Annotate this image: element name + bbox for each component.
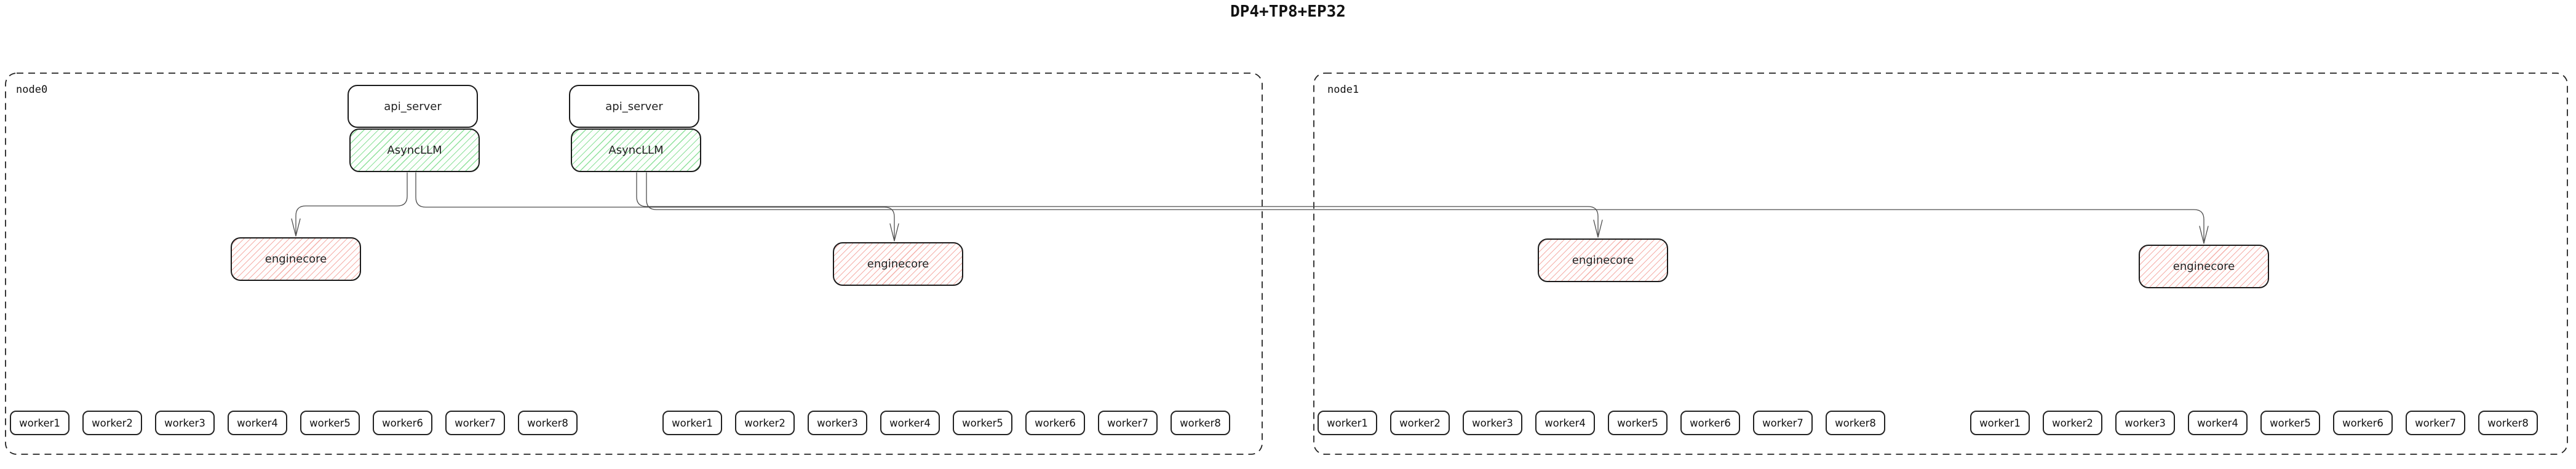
worker-box: worker4 <box>2188 411 2248 435</box>
worker-box: worker8 <box>1826 411 1885 435</box>
worker-box: worker7 <box>1098 411 1158 435</box>
worker-box: worker6 <box>2333 411 2393 435</box>
api-server-box-0: api_server <box>348 85 478 128</box>
node0-label: node0 <box>16 84 48 96</box>
worker-box: worker3 <box>808 411 867 435</box>
worker-box: worker1 <box>662 411 722 435</box>
enginecore-box-0: enginecore <box>231 237 361 281</box>
worker-group-3: worker1 worker2 worker3 worker4 worker5 worke… <box>1970 411 2538 435</box>
worker-box: worker5 <box>300 411 360 435</box>
worker-group-0: worker1 worker2 worker3 worker4 worker5 worke… <box>10 411 578 435</box>
worker-box: worker2 <box>2043 411 2102 435</box>
enginecore-box-1: enginecore <box>833 242 963 286</box>
edge-asyncllm1-enginecore2 <box>636 172 1599 235</box>
worker-box: worker5 <box>953 411 1012 435</box>
enginecore-box-2: enginecore <box>1538 238 1668 282</box>
node1-outline <box>1313 73 2568 455</box>
worker-box: worker1 <box>1970 411 2030 435</box>
worker-box: worker6 <box>373 411 432 435</box>
worker-box: worker2 <box>82 411 142 435</box>
arrowhead-enginecore1 <box>889 223 899 242</box>
worker-box: worker8 <box>1171 411 1230 435</box>
asyncllm-box-1: AsyncLLM <box>571 128 701 172</box>
worker-box: worker3 <box>155 411 215 435</box>
arrowhead-enginecore2 <box>1593 219 1603 238</box>
worker-box: worker5 <box>2260 411 2320 435</box>
worker-box: worker3 <box>1463 411 1522 435</box>
worker-box: worker1 <box>1318 411 1377 435</box>
enginecore-box-3: enginecore <box>2139 245 2269 288</box>
worker-box: worker6 <box>1025 411 1085 435</box>
worker-box: worker2 <box>735 411 795 435</box>
edge-asyncllm0-enginecore0 <box>295 172 408 234</box>
worker-box: worker5 <box>1608 411 1668 435</box>
worker-box: worker1 <box>10 411 70 435</box>
asyncllm-box-0: AsyncLLM <box>349 128 480 172</box>
worker-box: worker8 <box>518 411 578 435</box>
worker-group-2: worker1 worker2 worker3 worker4 worker5 worke… <box>1318 411 1885 435</box>
diagram-title: DP4+TP8+EP32 <box>1230 2 1346 21</box>
worker-box: worker3 <box>2115 411 2175 435</box>
arrowhead-enginecore3 <box>2199 226 2209 244</box>
node1-label: node1 <box>1327 84 1359 96</box>
worker-box: worker4 <box>1535 411 1595 435</box>
edge-asyncllm0-enginecore1 <box>415 172 895 239</box>
worker-box: worker7 <box>445 411 505 435</box>
arrowhead-enginecore0 <box>291 218 301 237</box>
worker-box: worker7 <box>1753 411 1813 435</box>
node0-outline <box>5 73 1263 455</box>
worker-box: worker4 <box>880 411 940 435</box>
worker-box: worker6 <box>1680 411 1740 435</box>
worker-box: worker4 <box>228 411 287 435</box>
api-server-box-1: api_server <box>569 85 699 128</box>
worker-box: worker2 <box>1390 411 1450 435</box>
edge-asyncllm1-enginecore3 <box>646 172 2204 242</box>
worker-box: worker7 <box>2406 411 2465 435</box>
worker-group-1: worker1 worker2 worker3 worker4 worker5 worke… <box>662 411 1230 435</box>
worker-box: worker8 <box>2478 411 2538 435</box>
